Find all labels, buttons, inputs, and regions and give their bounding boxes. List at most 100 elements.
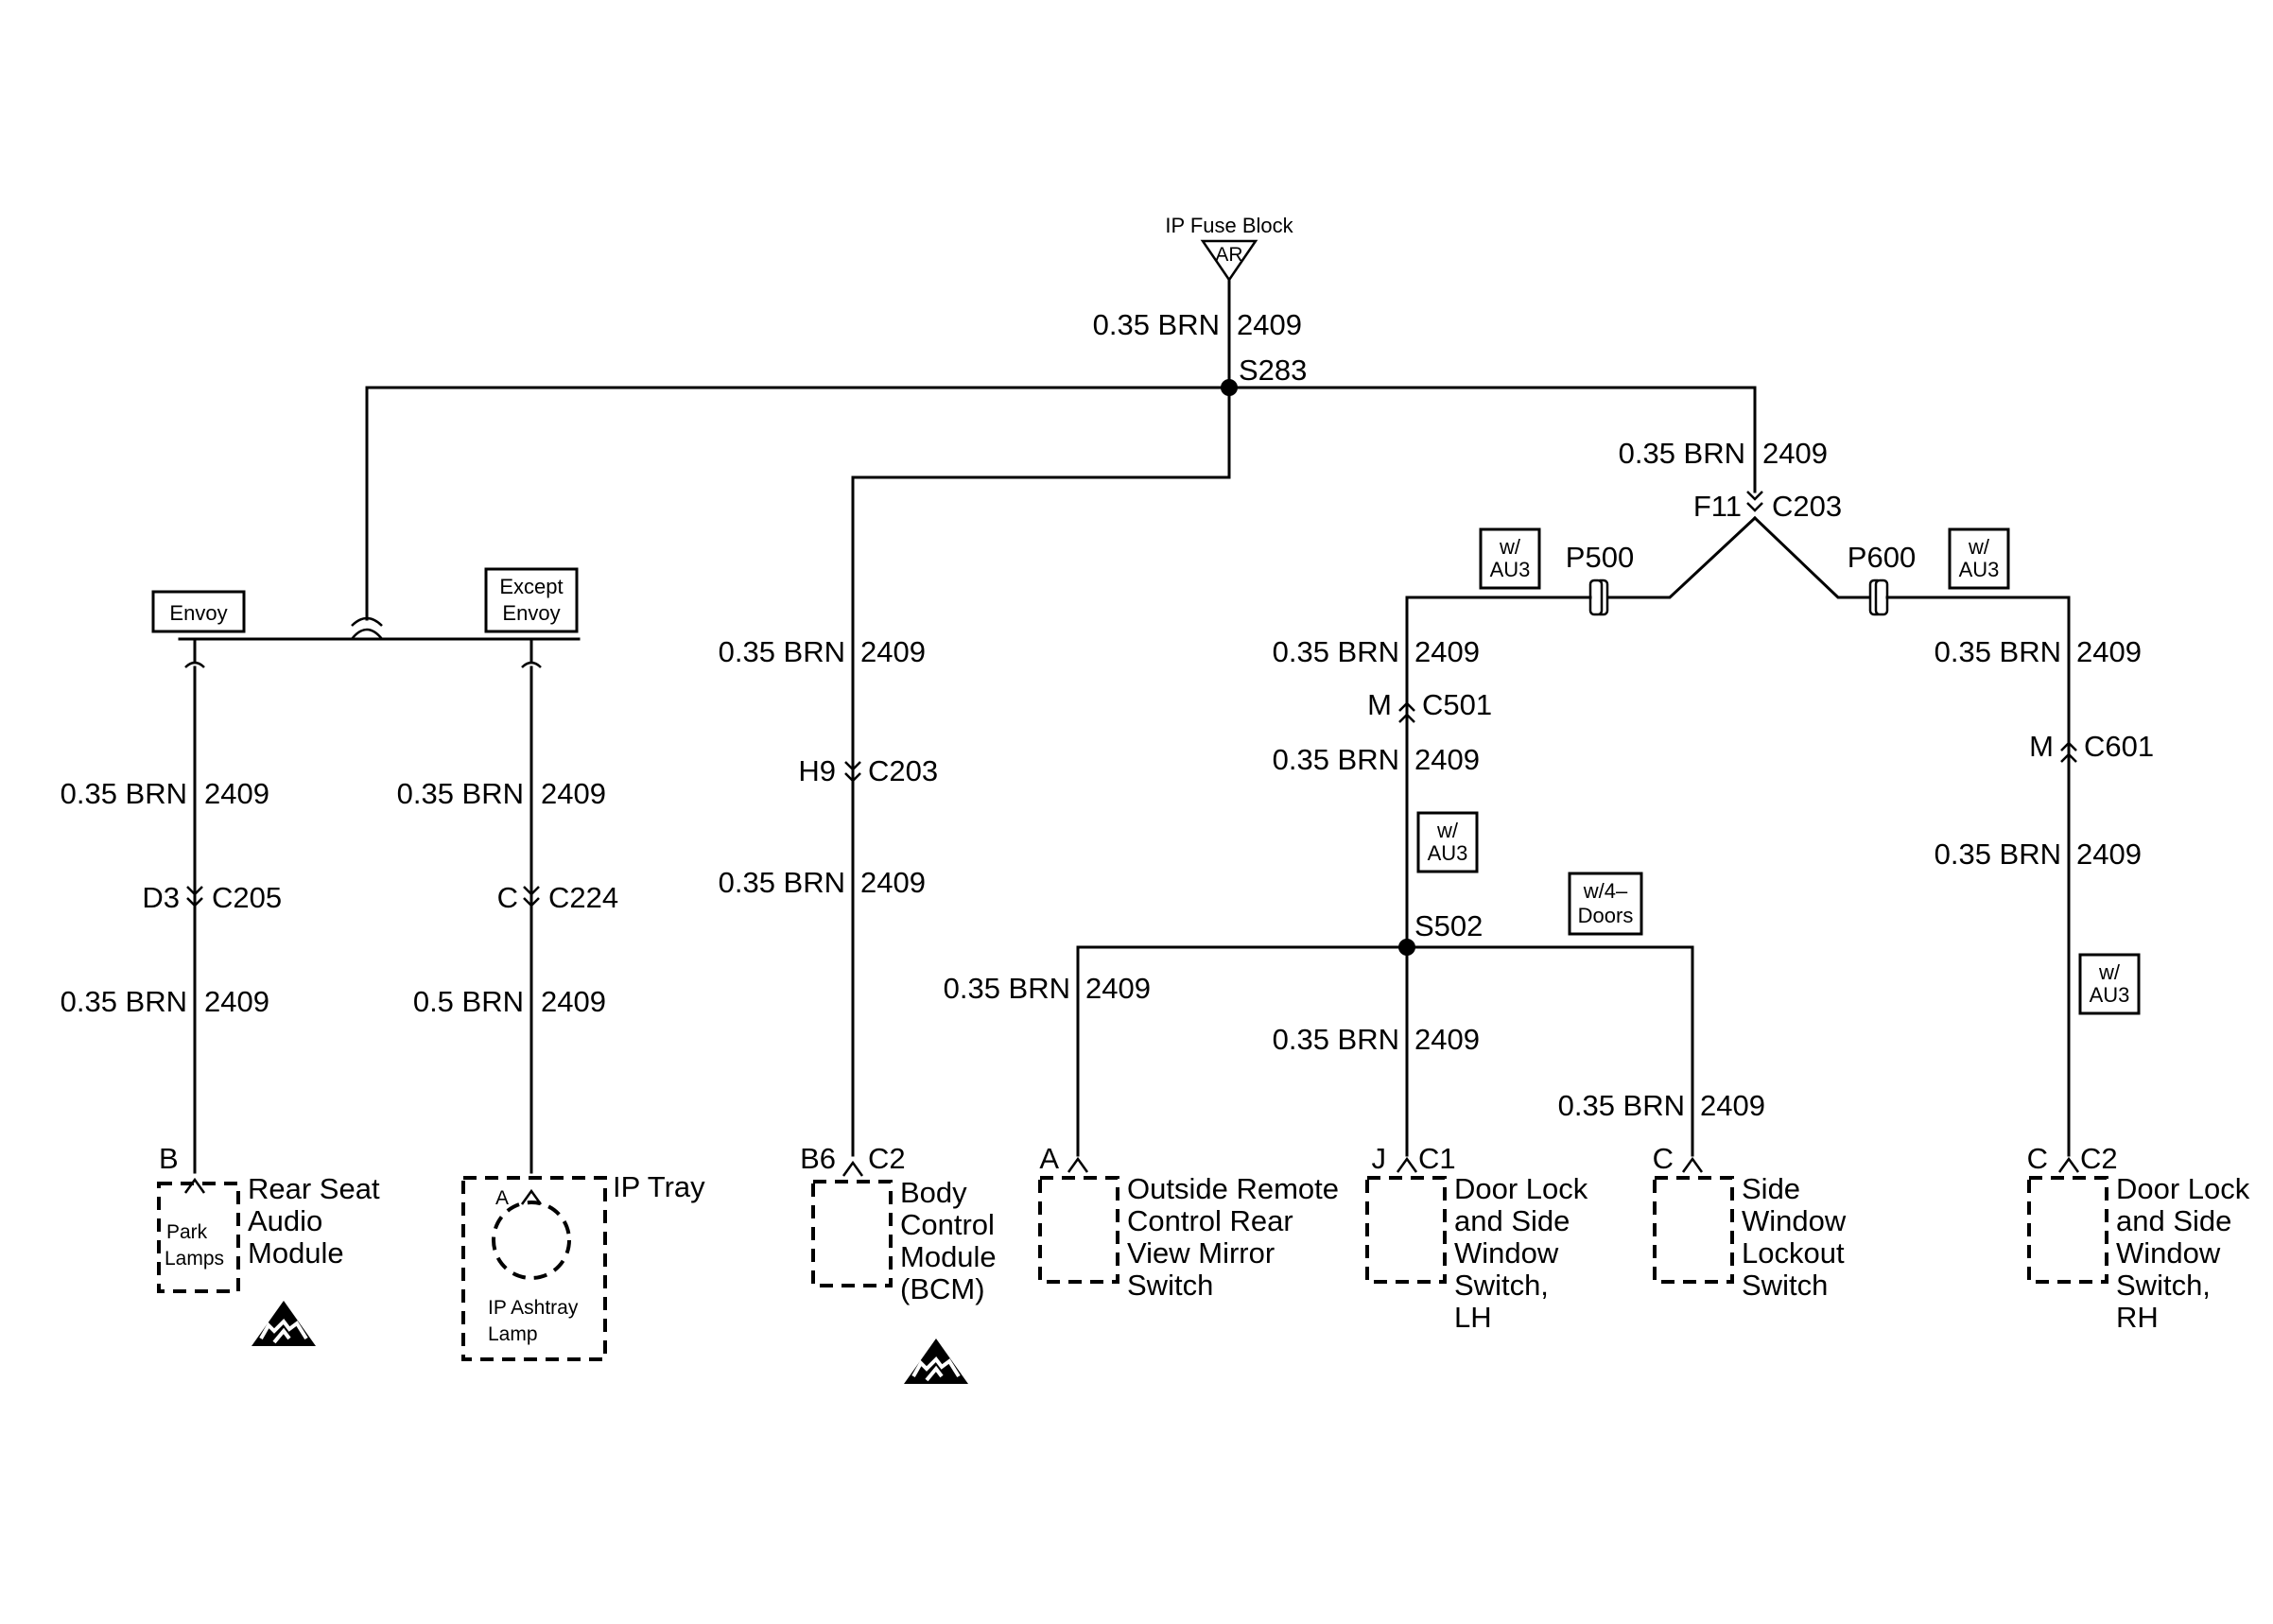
mirror-circuit: 2409 [1085,972,1151,1005]
bcm-conn: C2 [868,1142,906,1175]
ip-tray-inner-1: IP Ashtray [488,1297,579,1319]
mirror-switch-name-1: Outside Remote [1127,1172,1339,1205]
lh-switch-box [1365,1176,1447,1284]
bcm-gauge-2: 0.35 BRN [719,866,845,899]
option-bar-bump [351,628,383,640]
option-envoy-box [151,590,246,633]
rsam-name-3: Module [248,1236,344,1270]
door-lock-switch-lh: J C1 Door Lock and Side Window Switch, L… [1365,1142,1588,1334]
lockout-switch-terminal-icon [1681,1156,1704,1173]
bcm-name-4: (BCM) [900,1272,985,1305]
lockout-switch-name-2: Window [1742,1204,1847,1237]
feed-circuit: 2409 [1237,308,1302,341]
lockout-switch: C Side Window Lockout Switch [1653,1142,1847,1302]
options-w_4doors-1-label: Doors [1578,904,1634,927]
rsam-inner-2: Lamps [165,1248,224,1270]
envoy-circuit-1: 2409 [204,777,269,810]
rsam-pin: B [159,1142,179,1175]
c203-h9-connector-icon [844,761,861,783]
except-envoy-circuit-1: 2409 [541,777,606,810]
lh-switch-name-4: Switch, [1454,1269,1549,1302]
options-w_au3-1-label: AU3 [1490,558,1531,581]
c224-name: C224 [548,881,618,914]
right-circuit-1: 2409 [1762,437,1828,470]
rh-gauge-1: 0.35 BRN [1935,635,2061,668]
p500-wire [1605,515,1758,599]
rsam-name-1: Rear Seat [248,1172,380,1205]
envoy-gauge-2: 0.35 BRN [61,985,187,1018]
envoy-gauge-1: 0.35 BRN [61,777,187,810]
ip-tray-title: IP Tray [613,1170,705,1203]
fuse-terminal-icon [1200,239,1258,283]
bcm-name-3: Module [900,1240,997,1273]
splice-s283-label: S283 [1239,354,1307,387]
c501-pin: M [1367,688,1392,721]
except-envoy-gauge-1: 0.35 BRN [397,777,524,810]
envoy-circuit-2: 2409 [204,985,269,1018]
mirror-switch-terminal-icon [1067,1156,1089,1173]
options-w_au3-1-label: AU3 [1428,841,1468,865]
c601-pin: M [2029,730,2054,763]
rsam-box [157,1182,240,1293]
option-w-au3-box-4 [2078,953,2141,1015]
c501-connector-icon [1398,701,1415,723]
mirror-switch-pin: A [1039,1142,1059,1175]
right-gauge-1: 0.35 BRN [1619,437,1745,470]
lh-gauge-2: 0.35 BRN [1273,743,1399,776]
bcm-box [811,1180,893,1287]
rh-switch-terminal-icon [2057,1156,2080,1173]
fuse-id-label: AR [1215,244,1242,266]
rh-switch-pin: C [2027,1142,2048,1175]
option-w-au3-box-2 [1948,527,2010,590]
options-w_au3-0-label: w/ [1968,535,1990,559]
rh-switch-name-1: Door Lock [2116,1172,2250,1205]
option-w-au3-box-3 [1416,811,1479,873]
c205-name: C205 [212,881,282,914]
lockout-switch-pin: C [1653,1142,1674,1175]
lh-gauge-3: 0.35 BRN [1273,1023,1399,1056]
lh-switch-conn: C1 [1418,1142,1456,1175]
lh-door-wire [1405,596,1592,949]
rh-door-wire [1885,596,2071,1157]
option-w-4doors-box [1568,872,1643,936]
lh-switch-terminal-icon [1396,1156,1418,1173]
lockout-switch-name-1: Side [1742,1172,1800,1205]
envoy-break-icon [184,661,205,668]
bcm-circuit-2: 2409 [860,866,926,899]
mirror-switch: A Outside Remote Control Rear View Mirro… [1038,1142,1339,1302]
lockout-switch-name-3: Lockout [1742,1236,1845,1270]
fuse-block-label: IP Fuse Block [1165,214,1293,237]
bcm-gauge-1: 0.35 BRN [719,635,845,668]
option-except-envoy-label1: Except [499,575,563,598]
bcm-name-1: Body [900,1176,967,1209]
rsam-terminal-icon [183,1177,206,1194]
rh-switch-name-2: and Side [2116,1204,2231,1237]
rsam-name-2: Audio [248,1204,322,1237]
rh-switch-box [2027,1176,2108,1284]
c501-name: C501 [1422,688,1492,721]
ip-tray-terminal-icon [520,1188,543,1205]
lockout-circuit: 2409 [1700,1089,1765,1122]
lh-circuit-1: 2409 [1414,635,1480,668]
rh-switch-conn: C2 [2080,1142,2118,1175]
options-w_4doors-0-label: w/4– [1583,879,1628,903]
body-control-module: B6 C2 Body Control Module (BCM) [800,1142,997,1386]
lh-switch-name-2: and Side [1454,1204,1570,1237]
lockout-gauge: 0.35 BRN [1558,1089,1685,1122]
rear-seat-audio-module: B Park Lamps Rear Seat Audio Module [157,1142,380,1348]
option-except-envoy-box [484,567,579,633]
lockout-switch-box [1653,1176,1734,1284]
p600-label: P600 [1848,541,1916,574]
c601-name: C601 [2084,730,2154,763]
ip-tray-pin: A [495,1187,509,1209]
esd-sensitive-icon [250,1299,318,1348]
c203-h9-pin: H9 [798,754,836,787]
c601-connector-icon [2060,741,2077,763]
ip-tray-box [461,1176,607,1361]
lh-switch-name-5: LH [1454,1301,1492,1334]
lh-circuit-3: 2409 [1414,1023,1480,1056]
c224-connector-icon [523,886,540,907]
rh-circuit-2: 2409 [2076,838,2142,871]
ashtray-lamp-icon [492,1201,571,1280]
except-envoy-gauge-2: 0.5 BRN [413,985,524,1018]
